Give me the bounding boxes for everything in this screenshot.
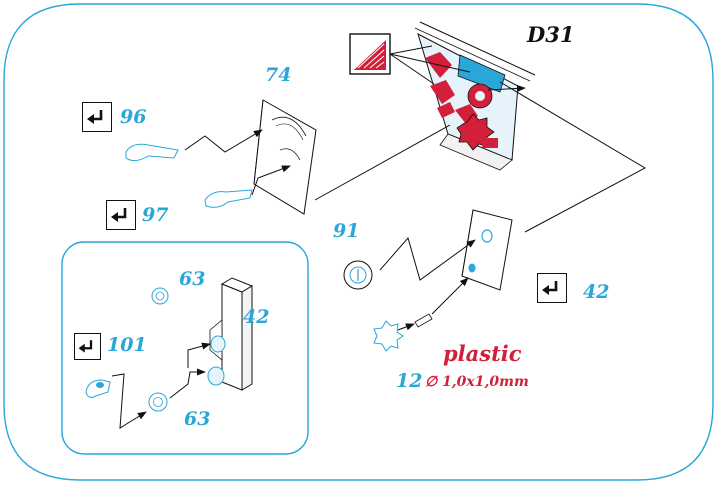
assembly-line-74 [314, 124, 451, 201]
part-number-101: 101 [107, 334, 147, 356]
part-number-42-inset: 42 [243, 306, 270, 328]
inset-line-101 [111, 373, 147, 429]
bend-arrow-icon [82, 102, 112, 132]
dimension-label: ∅ 1,0x1,0mm [425, 374, 529, 390]
inset-bracket-part-42 [207, 277, 254, 391]
part-number-96: 96 [120, 106, 147, 128]
inset-disc-part-63-bottom [148, 392, 168, 412]
pin-part-12 [373, 277, 469, 352]
painted-area-icon [349, 33, 471, 85]
bend-arrow-icon [106, 200, 136, 230]
bend-arrow-icon [537, 273, 567, 303]
dial-part-91 [343, 236, 476, 290]
inset-disc-part-63-top [151, 287, 169, 305]
inset-key-part-101 [85, 379, 111, 398]
part-number-42: 42 [583, 281, 610, 303]
inset-line-63 [169, 368, 206, 399]
part-number-97: 97 [142, 204, 169, 226]
latch-part-96 [125, 129, 263, 162]
part-number-91: 91 [333, 220, 360, 242]
bend-arrow-icon [74, 333, 101, 360]
material-label: plastic [443, 341, 522, 366]
inset-frame [61, 241, 309, 455]
latch-part-97 [204, 165, 291, 208]
mount-bracket-part [461, 209, 513, 291]
bracket-part-74 [253, 99, 317, 215]
inset-line-42 [187, 342, 211, 368]
part-number-12: 12 [396, 370, 423, 392]
part-number-74: 74 [265, 64, 292, 86]
assembly-line-d31-right [499, 81, 647, 233]
part-number-63-top: 63 [179, 268, 206, 290]
cabin-panel-part [414, 21, 536, 171]
outer-frame [3, 3, 714, 481]
part-number-63-bottom: 63 [184, 408, 211, 430]
section-label-d31: D31 [527, 22, 575, 47]
